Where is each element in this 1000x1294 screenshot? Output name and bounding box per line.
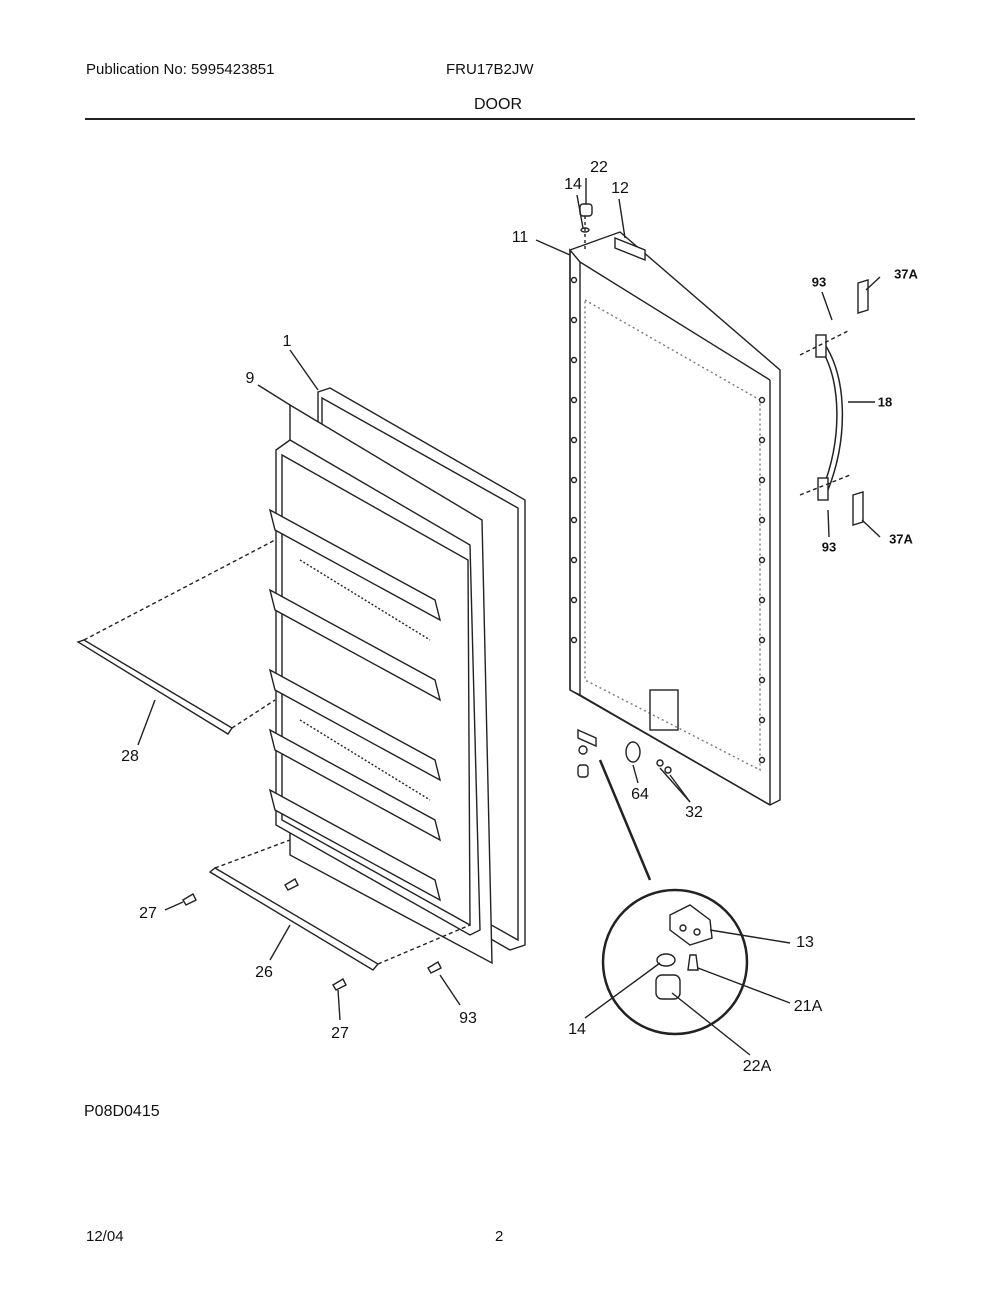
callout-21a: 21A <box>793 998 823 1015</box>
section-title: DOOR <box>474 96 522 113</box>
callout-93: 93 <box>821 539 837 555</box>
callout-11: 11 <box>511 229 529 246</box>
callout-12: 12 <box>611 180 629 197</box>
bottom-hinge-parts <box>577 728 691 881</box>
callout-93: 93 <box>811 274 827 290</box>
header-rule <box>85 118 915 120</box>
callout-14: 14 <box>568 1021 586 1038</box>
callout-26: 26 <box>255 964 273 981</box>
callout-64: 64 <box>631 786 649 803</box>
page-number: 2 <box>495 1228 504 1245</box>
callout-28: 28 <box>121 748 139 765</box>
callout-1: 1 <box>282 333 292 350</box>
shelf-bar-26 <box>164 839 471 1021</box>
callout-27: 27 <box>139 905 157 922</box>
shelf-bar-28 <box>76 539 276 746</box>
callout-27: 27 <box>331 1025 349 1042</box>
door-liner-and-gasket <box>257 349 526 965</box>
figure-id: P08D0415 <box>84 1103 160 1120</box>
callout-13: 13 <box>796 934 814 951</box>
callout-18: 18 <box>877 394 893 410</box>
callout-32: 32 <box>685 804 703 821</box>
model-number: FRU17B2JW <box>446 61 534 78</box>
callout-37a: 37A <box>889 531 913 547</box>
callout-93: 93 <box>459 1010 477 1027</box>
door-handle <box>799 276 881 538</box>
footer-date: 12/04 <box>86 1228 124 1245</box>
hinge-detail-inset <box>584 888 791 1056</box>
top-hinge-parts <box>535 178 646 262</box>
callout-22: 22 <box>590 159 608 176</box>
callout-14: 14 <box>564 176 582 193</box>
outer-door-panel <box>569 231 781 806</box>
callout-22a: 22A <box>742 1058 772 1075</box>
callout-37a: 37A <box>894 266 918 282</box>
publication-number: Publication No: 5995423851 <box>86 61 275 78</box>
callout-9: 9 <box>245 370 255 387</box>
